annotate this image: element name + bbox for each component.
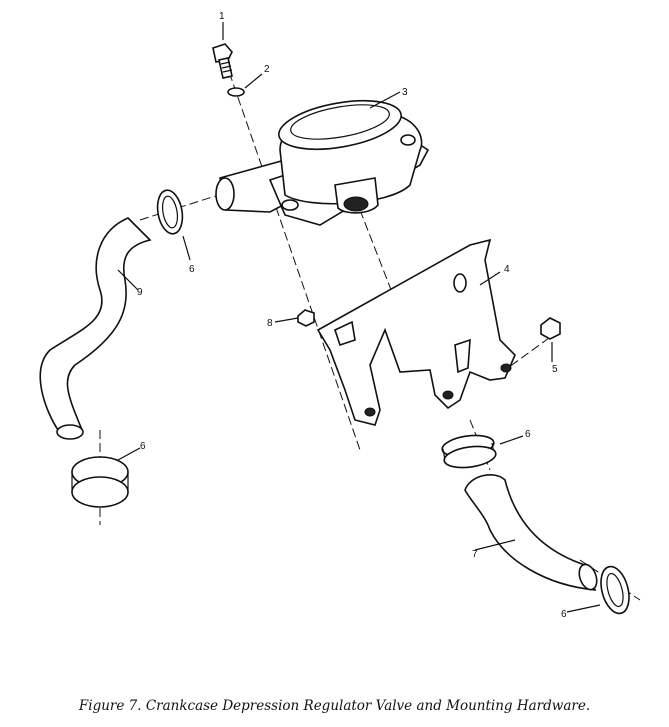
centerline	[504, 329, 561, 371]
short-hose	[464, 474, 597, 591]
regulator-valve	[215, 100, 430, 226]
callout-labels: 1 2 3 4 5 6 6 6 6 7 8 9	[137, 11, 567, 620]
callout-7: 7	[472, 549, 478, 560]
mounting-bracket	[316, 238, 516, 426]
callout-2: 2	[264, 64, 270, 75]
callout-6: 6	[140, 441, 146, 452]
leader-line	[117, 22, 601, 613]
hose-clamp	[71, 456, 129, 508]
centerline	[224, 59, 361, 451]
callout-8: 8	[267, 318, 273, 329]
nut	[540, 317, 561, 340]
hose-clamp	[156, 189, 184, 235]
small-nut	[297, 309, 315, 327]
figure-caption: Figure 7. Crankcase Depression Regulator…	[78, 698, 591, 714]
centerline	[359, 209, 396, 301]
callout-4: 4	[504, 264, 510, 275]
centerline	[579, 559, 641, 601]
callout-6: 6	[525, 429, 531, 440]
hose-clamp	[600, 565, 630, 615]
callout-6: 6	[561, 609, 567, 620]
callout-9: 9	[137, 287, 143, 298]
exploded-parts-diagram: 1 2 3 4 5 6 6 6 6 7 8 9	[39, 11, 641, 620]
long-hose	[39, 217, 152, 431]
hose-clamp	[441, 434, 497, 469]
callout-6: 6	[189, 264, 195, 275]
callout-1: 1	[219, 11, 225, 22]
washer	[227, 87, 245, 97]
bolt	[212, 43, 233, 79]
callout-3: 3	[402, 87, 408, 98]
callout-5: 5	[552, 364, 558, 375]
